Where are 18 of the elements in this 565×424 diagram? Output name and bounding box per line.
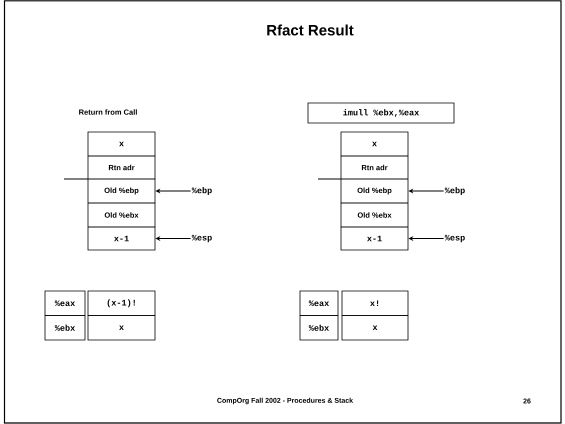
instruction-box: imull %ebx,%eax: [308, 102, 454, 124]
register-value-cell: (x-1)!: [88, 290, 156, 316]
register-value-cell: x: [88, 315, 156, 340]
register-name-cell: %ebx: [44, 315, 86, 340]
register-label: %ebp: [192, 187, 212, 195]
slide-title: Rfact Result: [267, 24, 354, 36]
register-label: %esp: [444, 234, 465, 242]
stack-cell: x-1: [88, 226, 156, 250]
register-name-cell: %eax: [300, 290, 338, 316]
stack-cell: x: [88, 132, 156, 156]
stack-cell: x-1: [340, 226, 408, 250]
register-value-cell: x: [342, 315, 408, 340]
register-value-cell: x!: [342, 290, 408, 316]
register-name-cell: %eax: [44, 290, 86, 316]
register-label: %esp: [192, 234, 212, 242]
register-name-cell: %ebx: [300, 315, 338, 340]
stack-cell: x: [340, 132, 408, 156]
register-label: %ebp: [444, 187, 465, 195]
